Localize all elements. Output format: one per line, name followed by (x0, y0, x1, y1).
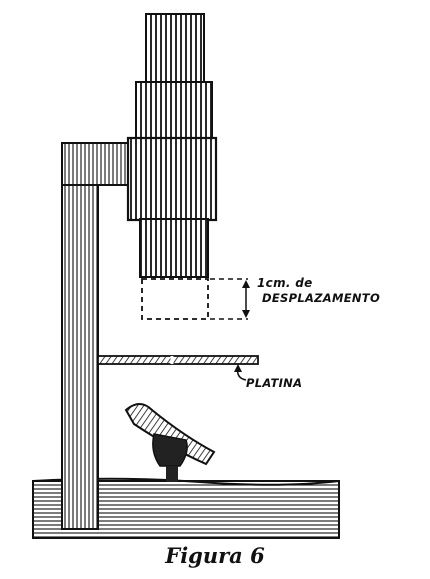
eyepiece (135, 13, 213, 141)
body-tube (126, 136, 218, 222)
stage-pointer-arrow (234, 364, 247, 381)
stage-platform (97, 355, 259, 365)
vertical-arm (61, 142, 99, 530)
displaced-objective-outline (141, 278, 248, 320)
displacement-label-line2: DESPLAZAMENTO (262, 291, 381, 305)
displacement-arrow (242, 280, 250, 318)
displacement-label-line1: 1cm. de (257, 276, 313, 290)
horizontal-arm (61, 142, 129, 186)
mirror (124, 403, 216, 482)
figure-caption: Figura 6 (165, 543, 265, 568)
objective-lens (139, 218, 209, 278)
stage-label: PLATINA (246, 376, 303, 390)
